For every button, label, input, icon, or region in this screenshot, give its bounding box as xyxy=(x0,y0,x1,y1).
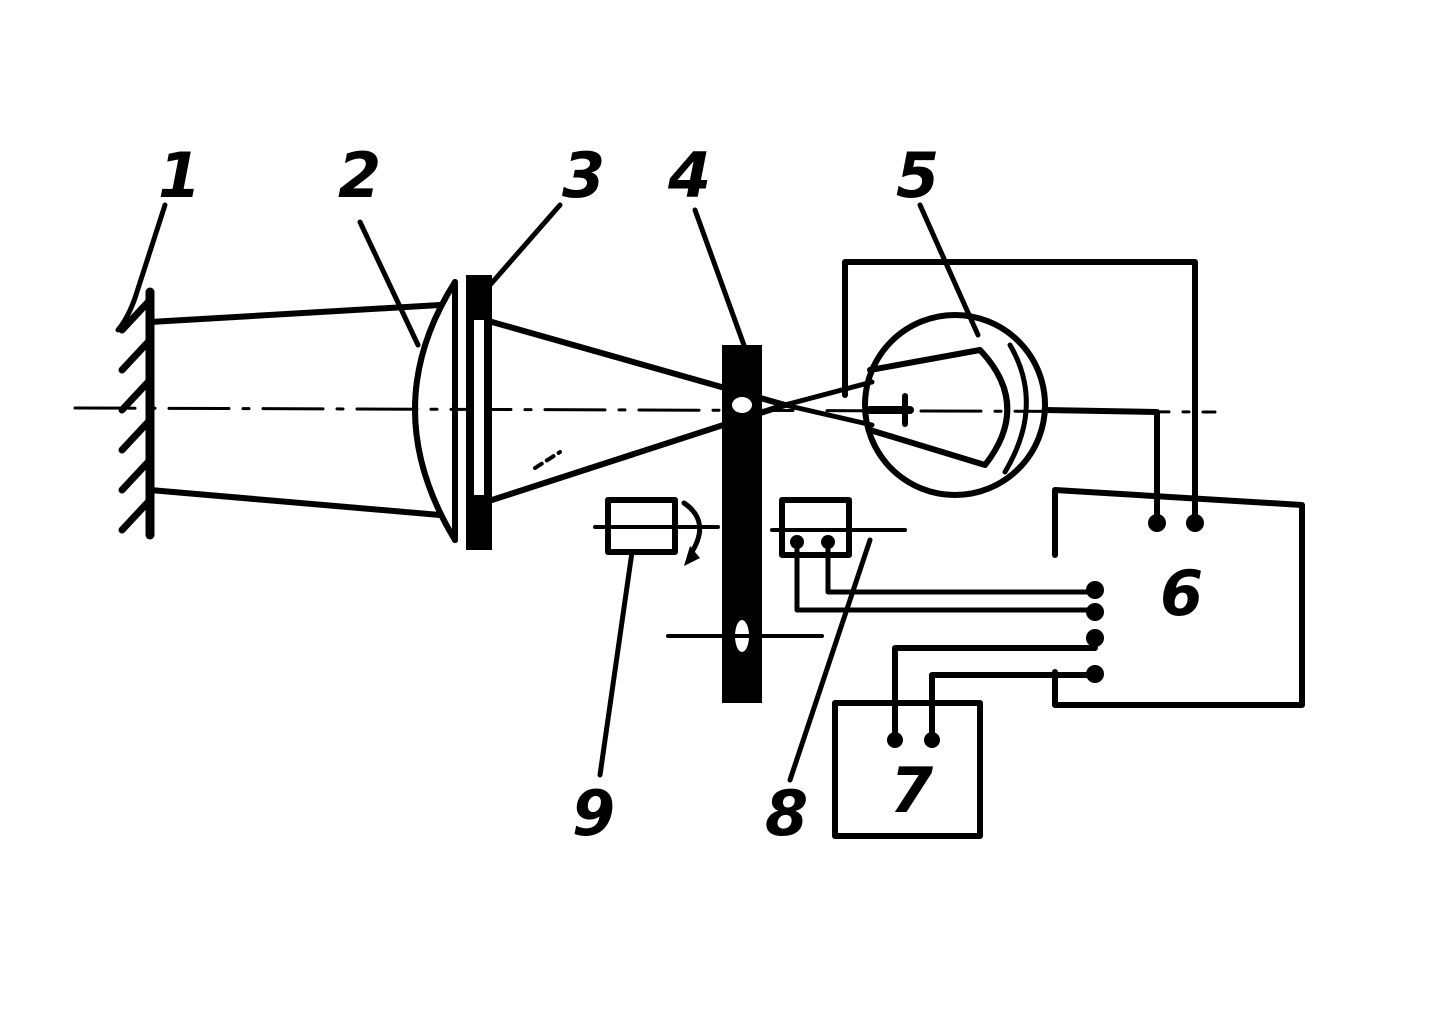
label-2: 2 xyxy=(338,139,381,212)
modulator-disk xyxy=(666,345,824,703)
mirror xyxy=(118,287,155,540)
block-7 xyxy=(832,645,1098,839)
label-1: 1 xyxy=(158,139,201,212)
sensor-8 xyxy=(770,497,1098,783)
label-3: 3 xyxy=(562,139,605,212)
lens xyxy=(412,279,458,543)
filter-plate xyxy=(466,275,492,550)
diverging-cone xyxy=(782,379,875,428)
label-8: 8 xyxy=(765,777,808,850)
label-4: 4 xyxy=(667,139,711,212)
collimated-beam xyxy=(147,302,443,518)
lamp-wiring xyxy=(842,259,1198,523)
label-7: 7 xyxy=(890,754,934,827)
motor-9 xyxy=(593,497,720,778)
label-5: 5 xyxy=(896,139,939,212)
label-9: 9 xyxy=(572,777,615,850)
lamp xyxy=(862,312,1048,498)
block-6 xyxy=(1052,487,1305,708)
leader-lines xyxy=(115,202,981,351)
label-6: 6 xyxy=(1160,557,1203,630)
